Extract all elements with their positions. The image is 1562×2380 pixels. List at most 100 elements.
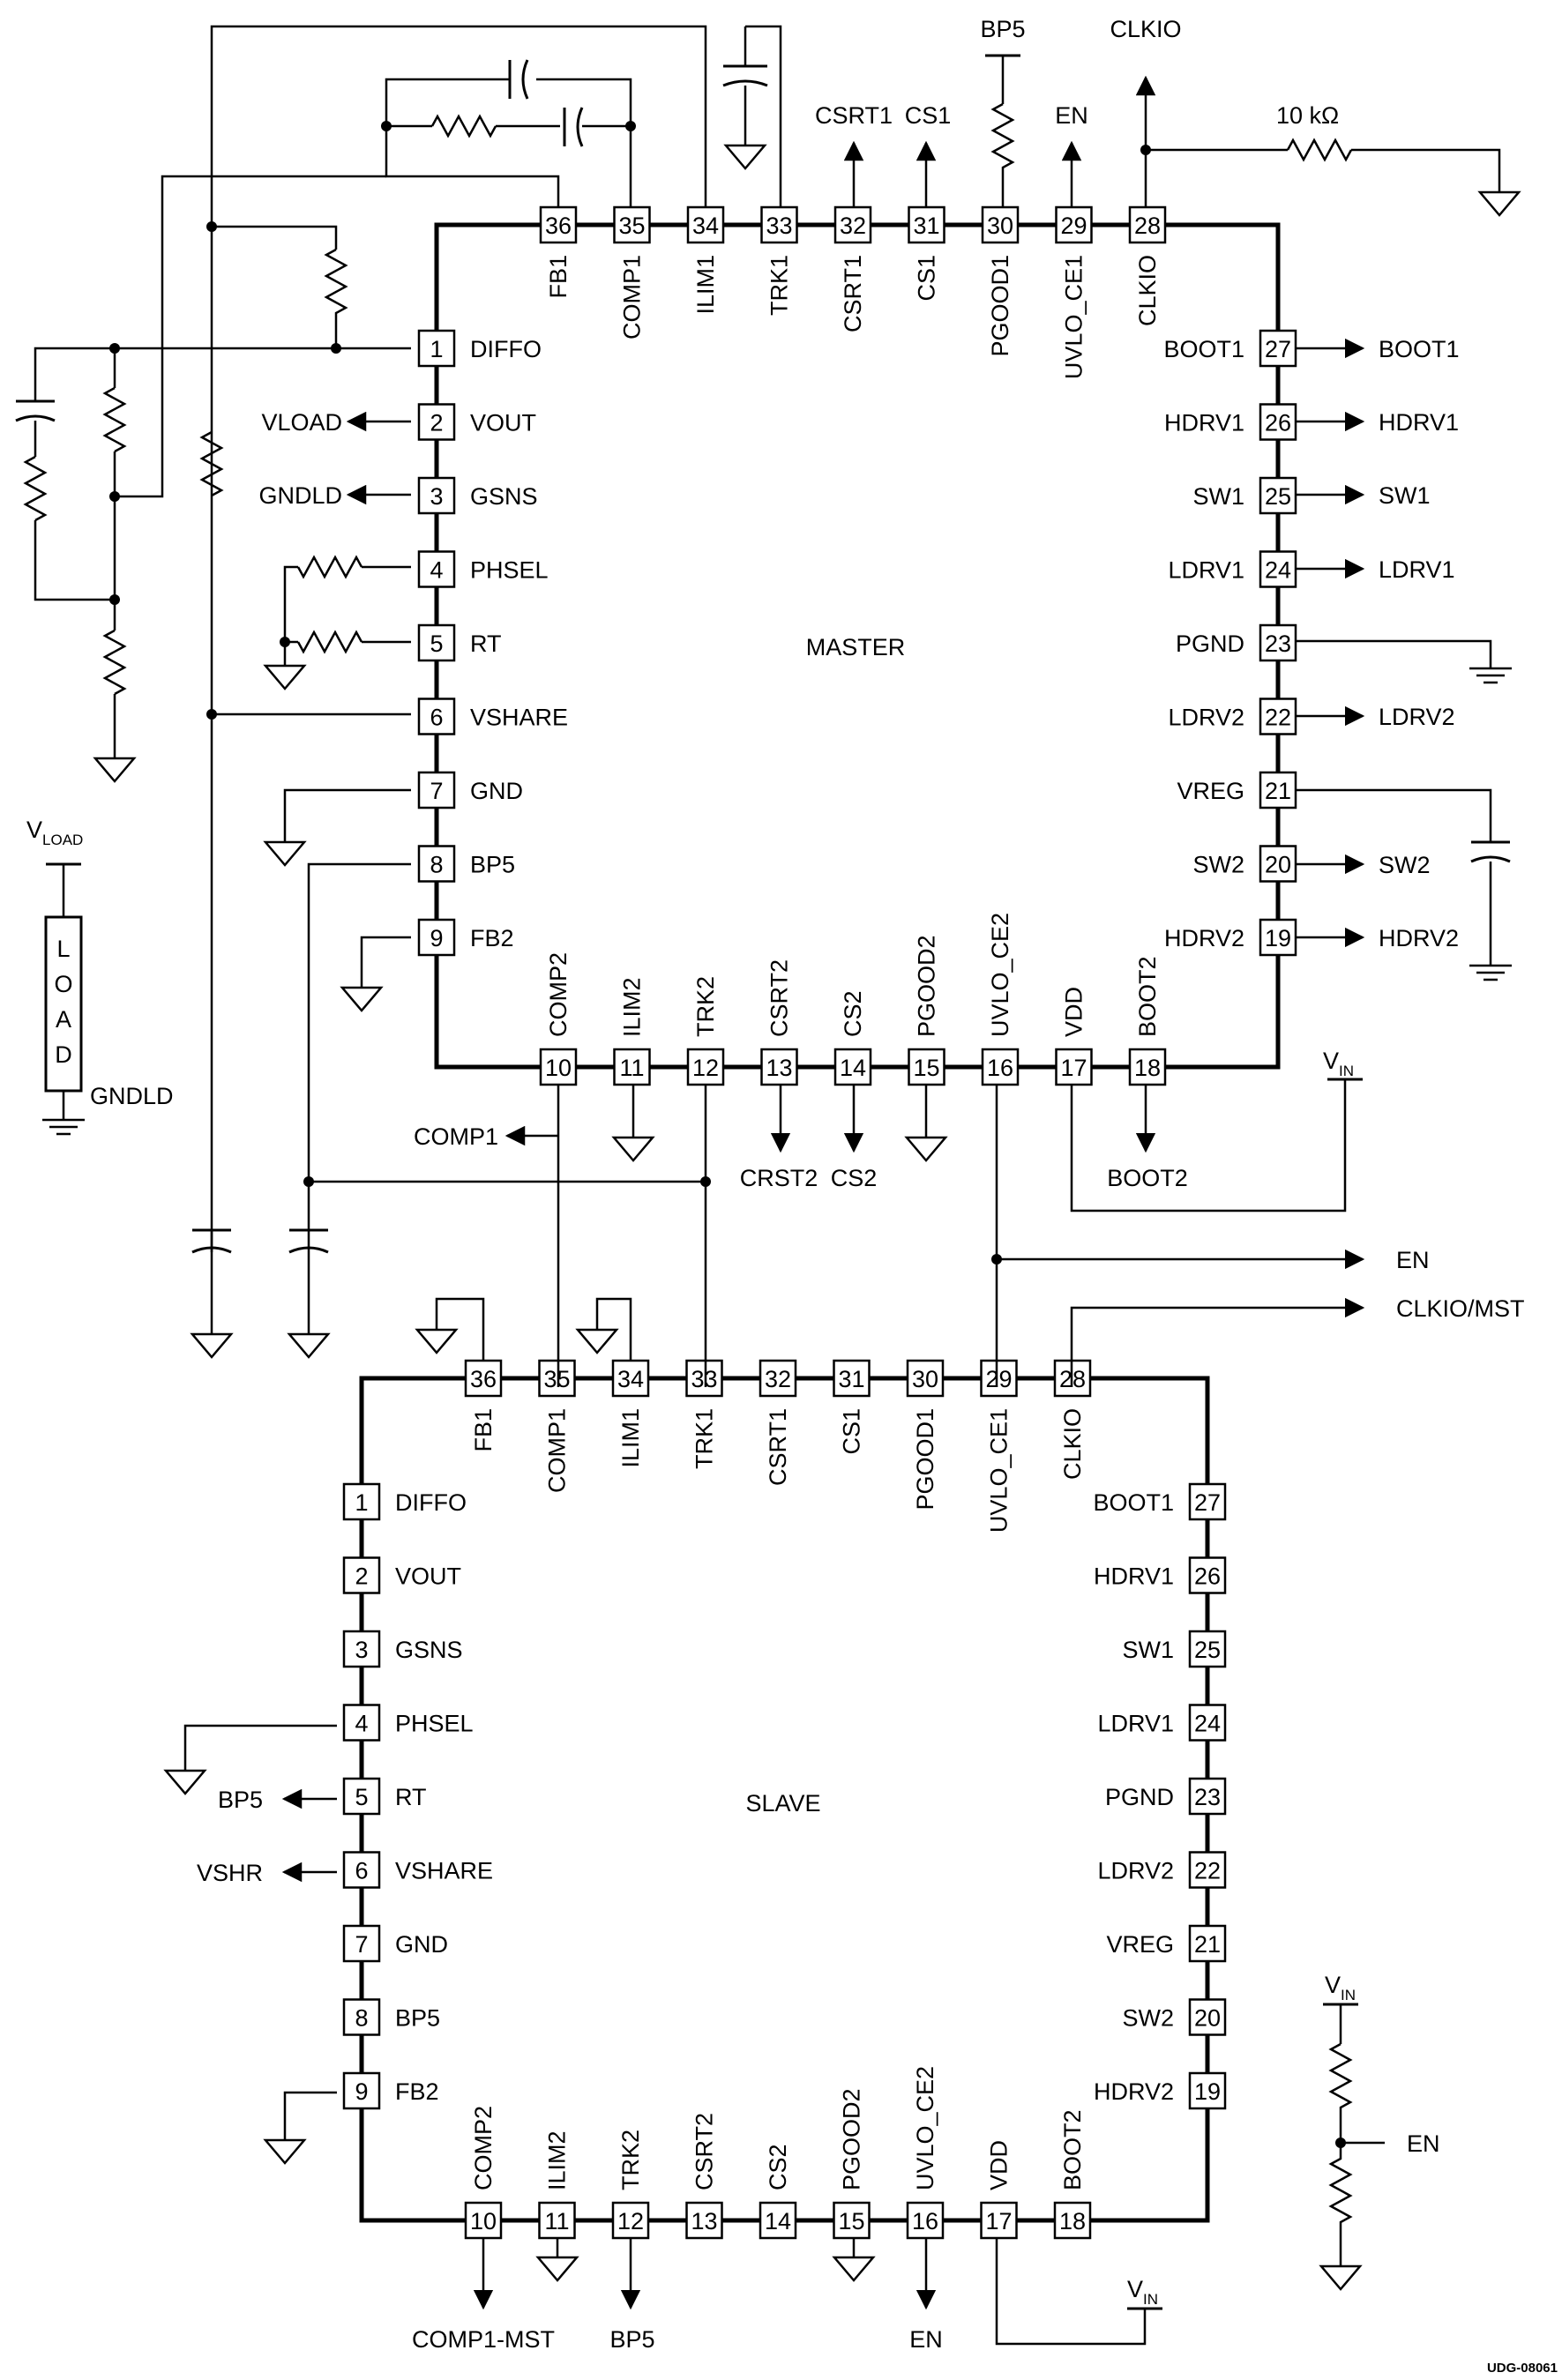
pin-box [760,1048,798,1086]
pin-box [417,476,456,515]
pin-name: CLKIO [1134,255,1161,326]
pin-number: 21 [1194,1931,1221,1958]
junction-dot [625,121,636,131]
pin-number: 7 [355,1931,368,1958]
pin-number: 12 [617,2208,644,2235]
ground-icon [1469,964,1512,981]
pin-box [1259,329,1297,368]
pin-box [833,205,872,244]
pin-box [342,1482,381,1521]
pin-box [342,1851,381,1889]
pin-number: 6 [430,705,443,731]
label-hdrv2: HDRV2 [1379,925,1459,951]
vin-label-divider: VIN [1325,1972,1356,2003]
pin-number: 35 [543,1366,570,1392]
pin-name: CLKIO [1059,1408,1086,1480]
pin-box [1259,623,1297,662]
signal-arrows [281,75,1365,2310]
pin-name: TRK1 [691,1408,718,1469]
pin-box [342,1777,381,1816]
pin-number: 14 [840,1055,866,1081]
label-hdrv1: HDRV1 [1379,409,1459,436]
pin-box [685,2201,723,2240]
clkio-gnd-wire [1351,148,1501,192]
ilim1-net [210,25,707,1252]
comp-network-top [385,78,560,207]
ground-icon [1477,190,1521,217]
pin-name: CS1 [839,1408,865,1455]
ground-icon [93,757,137,783]
pin-box [1055,1048,1093,1086]
comp-r1 [430,114,497,138]
pin-name: UVLO_CE2 [987,913,1013,1037]
label-cs1: CS1 [905,102,952,129]
pin-number: 28 [1134,213,1161,239]
pin-name: FB1 [470,1408,497,1452]
pin-number: 11 [544,2208,569,2235]
div-c-plate-b [15,414,56,422]
pin-number: 9 [430,925,443,951]
pin-box [342,1556,381,1594]
pin-box [1188,1777,1227,1816]
pin-number: 31 [913,213,939,239]
pin-name: CS1 [914,255,940,302]
pin-box [760,205,798,244]
pin-number: 22 [1265,705,1291,731]
pin-name: HDRV2 [1094,2078,1174,2105]
pin-name: HDRV1 [1164,410,1244,436]
pin-number: 4 [430,557,443,584]
label-vload-net: VLOAD [261,409,342,436]
pin-name: GSNS [395,1637,463,1663]
pin-name: ILIM2 [619,977,646,1037]
pin-name: TRK2 [617,2130,644,2190]
junction-dots [109,121,1346,2148]
pin-number: 18 [1134,1055,1161,1081]
label-csrt1: CSRT1 [815,102,893,129]
pin-name: HDRV1 [1094,1563,1174,1590]
pin-box [1188,1924,1227,1963]
pin-box [981,1048,1020,1086]
pin-name: GND [395,1931,448,1958]
slave-vdd-net [995,2238,1147,2346]
pin-box [980,1359,1018,1398]
label-slave-bp5: BP5 [218,1787,263,1813]
junction-dot [1335,2138,1346,2148]
pin-name: COMP1 [619,255,646,339]
pin-number: 35 [618,213,645,239]
pin-number: 34 [617,1366,644,1392]
pin-box [1259,771,1297,809]
pin-number: 23 [1194,1784,1221,1810]
div-mid [34,451,116,601]
ground-symbols [42,144,1521,2291]
ground-icon [287,1332,331,1359]
pin-number: 17 [1060,1055,1087,1081]
pin-number: 32 [765,1366,791,1392]
pin-box [417,623,456,662]
cap-l2-plate-b [288,1246,329,1254]
load-letter: O [54,971,72,997]
junction-dot [109,343,120,354]
pin-name: COMP2 [545,952,572,1037]
pin-number: 20 [1265,852,1291,878]
junction-dot [381,121,392,131]
label-comp1: COMP1 [414,1123,498,1150]
pin-name: DIFFO [470,336,542,362]
slave-pin-7: 7 GND [342,1924,448,1963]
pin-number: 21 [1265,778,1291,804]
pin-box [1053,2201,1092,2240]
